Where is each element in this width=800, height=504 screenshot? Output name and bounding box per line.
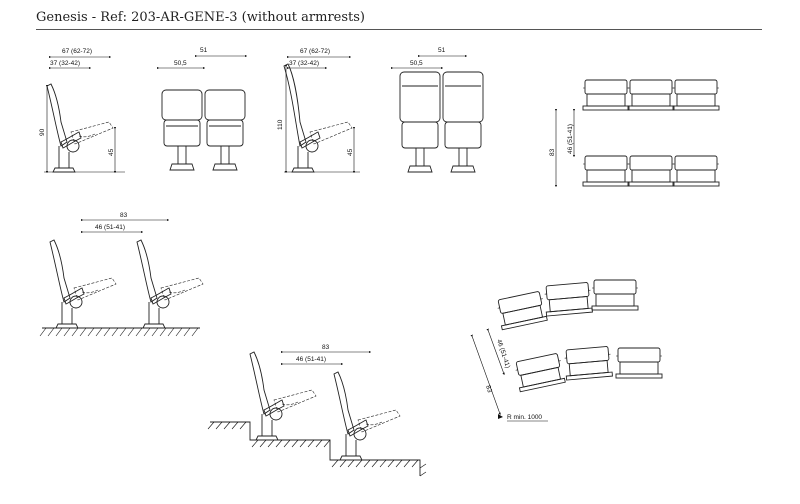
seat-width-label: 50,5 <box>174 60 187 67</box>
row-pitch-label: 83 <box>120 212 128 219</box>
clearance-label: 46 (51-41) <box>567 124 574 154</box>
seat-width-label: 50,5 <box>410 60 423 67</box>
page-title: Genesis - Ref: 203-AR-GENE-3 (without ar… <box>36 10 366 25</box>
section-flat: 83 46 (51-41) <box>39 212 204 337</box>
clearance-label: 46 (51-41) <box>495 338 511 369</box>
clearance-label: 46 (51-41) <box>95 224 125 231</box>
row-pitch-label: 83 <box>549 148 556 156</box>
front-view-2: 51 50,5 <box>390 47 484 173</box>
row-pitch-label: 83 <box>484 384 493 393</box>
width-label: 51 <box>200 47 208 54</box>
overall-depth-label: 67 (62-72) <box>62 48 92 55</box>
seat-height-label: 45 <box>108 148 115 156</box>
seat-height-label: 45 <box>347 148 354 156</box>
overall-depth-label: 67 (62-72) <box>300 48 330 55</box>
height-label: 110 <box>277 119 284 130</box>
height-label: 90 <box>39 128 46 136</box>
section-stepped: 83 46 (51-41) <box>207 344 427 477</box>
clearance-label: 46 (51-41) <box>296 356 326 363</box>
title-underline <box>36 29 762 30</box>
plan-view-straight: 83 46 (51-41) <box>549 79 720 188</box>
side-view-1: 67 (62-72) 37 (32-42) 90 45 <box>39 48 125 174</box>
plan-view-curved: 83 46 (51-41) R min. 1000 <box>470 279 663 422</box>
side-view-2: 67 (62-72) 37 (32-42) 110 45 <box>277 48 360 174</box>
front-view-1: 51 50,5 <box>156 47 248 171</box>
radius-note: R min. 1000 <box>507 414 542 421</box>
row-pitch-label: 83 <box>322 344 330 351</box>
seat-depth-label: 37 (32-42) <box>50 60 80 67</box>
width-label: 51 <box>438 47 446 54</box>
seat-depth-label: 37 (32-42) <box>289 60 319 67</box>
